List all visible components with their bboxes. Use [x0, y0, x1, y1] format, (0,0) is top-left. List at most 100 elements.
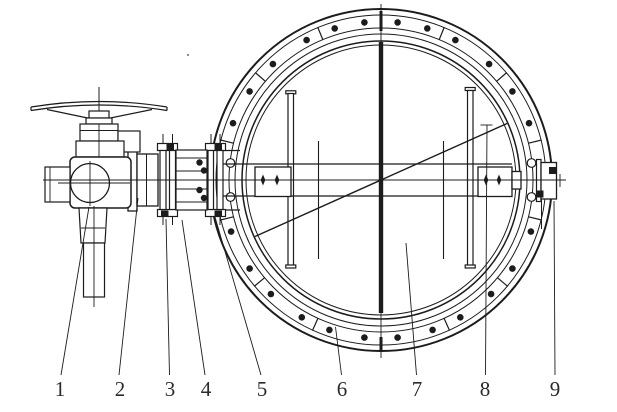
flange-bolt-dot: [361, 19, 368, 26]
bolt-hole: [225, 192, 236, 202]
right-rib-bar: [466, 89, 474, 267]
bolt-band-divider: [311, 318, 319, 331]
hub-base: [85, 117, 113, 125]
shaft-boss-lines: [317, 141, 445, 259]
flange-bolt-dot: [509, 265, 516, 272]
right-bearing-block: [477, 166, 513, 198]
gear-housing: [69, 156, 132, 209]
shaft-bearing-blocks: [254, 166, 522, 198]
flange-bolt-dot: [509, 88, 516, 95]
shaft-end-cap: [535, 158, 558, 229]
flange-bolt-dot: [457, 314, 464, 321]
flange-bolt-dot: [229, 119, 237, 127]
part-label-9: 9: [550, 377, 561, 401]
part-label-2: 2: [115, 377, 126, 401]
handwheel: [30, 87, 168, 120]
nut: [161, 210, 169, 217]
flange-bolt-dot: [331, 25, 339, 32]
flange-bolt-dot: [394, 19, 401, 26]
bolt-hole: [526, 158, 537, 168]
leader-line-7: [405, 242, 417, 376]
bolt-hole: [526, 192, 537, 202]
motor-box: [44, 166, 71, 203]
part-label-5: 5: [257, 377, 268, 401]
part-label-7: 7: [412, 377, 423, 401]
bolt-band-divider: [497, 277, 509, 287]
flange-bolt-dot: [361, 334, 368, 341]
leader-line-5: [214, 216, 262, 376]
disc-edge: [378, 42, 384, 313]
left-bearing-block: [254, 166, 292, 198]
cap-bolt: [536, 190, 544, 198]
bolt-band-divider: [496, 72, 508, 82]
lower-neck: [78, 207, 108, 244]
nut: [166, 144, 174, 151]
bolt-head: [196, 186, 203, 194]
flange-bolt-dot: [298, 314, 306, 321]
bolt-hole: [225, 158, 236, 168]
rib-cap: [285, 264, 297, 269]
nut: [214, 144, 222, 151]
bracket-studs: [162, 134, 221, 225]
bolt-band-divider: [317, 26, 324, 40]
part-label-8: 8: [480, 377, 491, 401]
part-callouts: 1 2 3 4 5 6 7 8 9: [55, 377, 561, 401]
bolt-band-divider: [220, 216, 234, 221]
wheel-rim-bottom: [30, 104, 168, 112]
bolt-band-divider: [254, 72, 266, 82]
mounting-bracket: [156, 134, 227, 225]
bolt-band-divider: [528, 216, 542, 221]
part-label-3: 3: [165, 377, 176, 401]
flange-bolt-dot: [303, 36, 310, 44]
horizontal-centerline-group: [43, 174, 566, 187]
flange-bolt-dot: [452, 36, 459, 44]
flange-bolt-dot: [269, 60, 277, 68]
flange-bolt-dot: [267, 290, 275, 298]
flange-bolt-dot: [246, 265, 253, 272]
leader-line-4: [181, 219, 206, 376]
flange-bolt-dot: [487, 290, 495, 298]
output-adapter: [127, 147, 159, 212]
leader-line-9: [553, 200, 556, 376]
leader-line-2: [118, 197, 139, 376]
wheel-rim-top: [30, 100, 168, 108]
bolt-head: [200, 194, 208, 202]
flange-bolt-dot: [394, 334, 401, 341]
bracket-bolts: [161, 144, 222, 217]
bolt-band-divider: [438, 26, 445, 40]
flange-bolt-dot: [246, 88, 253, 95]
rib-cap: [464, 264, 476, 269]
leader-lines: [60, 124, 556, 376]
bolt-head: [196, 159, 203, 166]
side-bolt-holes: [225, 158, 537, 202]
flange-bolt-dot: [525, 119, 533, 127]
nut: [214, 210, 222, 217]
actuator-body: [44, 110, 141, 298]
wheel-hub: [88, 110, 110, 119]
flange-bolt-dot: [227, 228, 235, 235]
leader-line-1: [60, 206, 90, 376]
bolt-band-divider: [220, 139, 234, 144]
bolt-band-divider: [528, 139, 542, 144]
leader-line-3: [165, 218, 170, 376]
part-label-4: 4: [201, 377, 212, 401]
flange-bolt-ring: [220, 19, 542, 341]
mid-block: [75, 140, 125, 158]
flange-bolt-dot: [424, 25, 431, 32]
print-speck: [187, 54, 189, 56]
part-label-6: 6: [337, 377, 348, 401]
wheel-spoke: [46, 108, 91, 120]
leader-line-6: [335, 326, 342, 376]
flange-bolt-dot: [527, 228, 535, 235]
part-label-1: 1: [55, 377, 66, 401]
bolt-head: [200, 167, 208, 174]
gear-actuator: [30, 87, 168, 307]
bolt-band-divider: [253, 277, 265, 287]
flange-bolt-dot: [429, 326, 436, 334]
flange-bolt-dot: [485, 60, 493, 68]
bolt-band-divider: [443, 318, 451, 331]
flange-bolt-dot: [326, 326, 333, 334]
actuator-details: [49, 124, 130, 307]
